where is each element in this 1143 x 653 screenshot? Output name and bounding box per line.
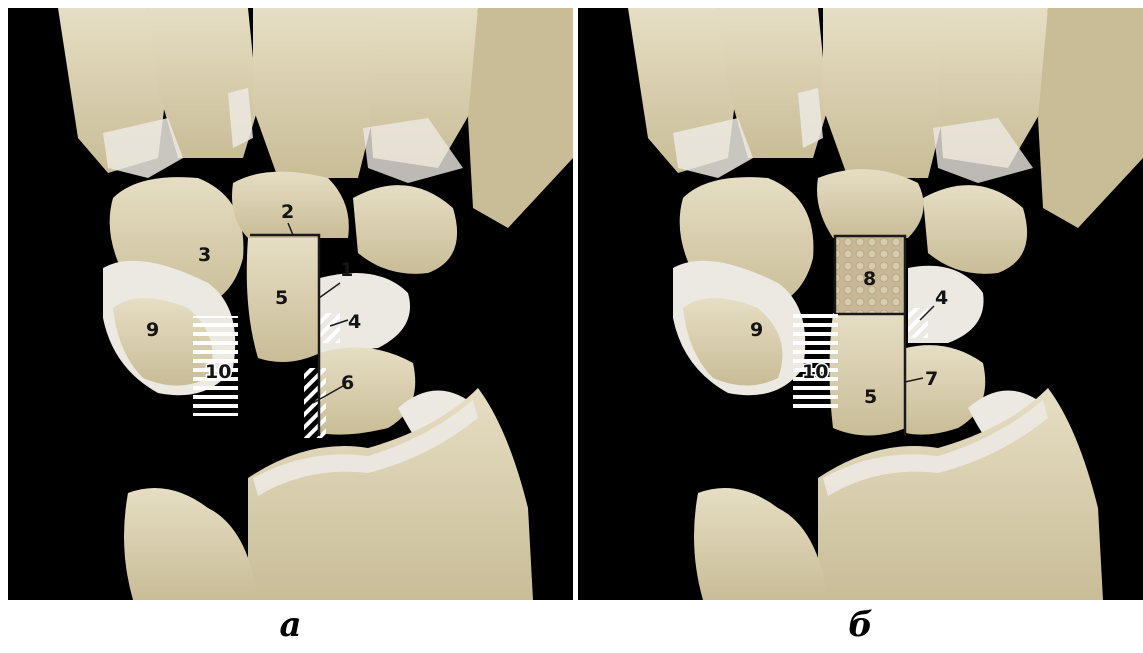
panel-a-caption: а: [8, 600, 573, 650]
wrist-bones-drawing-a: 1 2 3 4 5 6 9 10: [8, 8, 573, 600]
panel-a-illustration: 1 2 3 4 5 6 9 10: [8, 8, 573, 600]
ulna-bone: [124, 488, 258, 600]
panel-b-illustration: 4 5 7 8 9 10: [578, 8, 1143, 600]
hatched-zone-6: [304, 368, 326, 438]
hamate-bone: [353, 185, 457, 274]
wrist-bones-drawing-b: 4 5 7 8 9 10: [578, 8, 1143, 600]
metacarpal-3: [253, 8, 378, 178]
label-6: 6: [341, 372, 354, 394]
lunate-bone: [906, 345, 985, 435]
label-9: 9: [146, 319, 159, 341]
label-9: 9: [750, 319, 763, 341]
label-10: 10: [205, 361, 231, 383]
hatched-zone-4: [908, 308, 928, 338]
label-2: 2: [281, 201, 294, 223]
trapezoid-bone: [817, 169, 924, 238]
label-4: 4: [935, 287, 948, 309]
metacarpal-5: [1038, 8, 1143, 228]
label-10: 10: [802, 361, 828, 383]
metacarpal-5: [468, 8, 573, 228]
hamate-bone: [923, 185, 1027, 274]
ulna-bone: [694, 488, 828, 600]
label-8: 8: [863, 268, 876, 290]
hatched-zone-4: [320, 313, 340, 343]
label-1: 1: [340, 259, 353, 281]
fused-block: [830, 313, 907, 436]
label-5: 5: [275, 287, 288, 309]
label-7: 7: [925, 368, 938, 390]
label-5: 5: [864, 386, 877, 408]
label-4: 4: [348, 311, 361, 333]
metacarpal-3: [823, 8, 948, 178]
label-3: 3: [198, 244, 211, 266]
panel-b-caption: б: [578, 600, 1143, 650]
